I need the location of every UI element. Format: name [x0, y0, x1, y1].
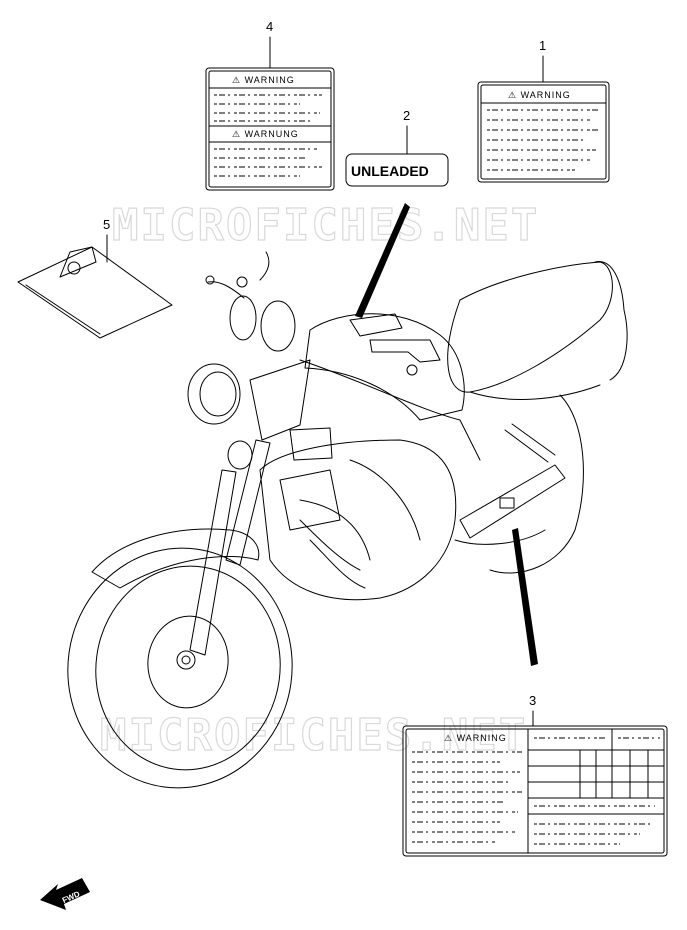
callout-5: 5 [103, 217, 110, 263]
callout-4: 4 [266, 19, 273, 69]
forward-direction-badge: FWD [40, 878, 90, 910]
manual-pouch-5 [17, 246, 173, 339]
pointer-arrow-3 [512, 528, 538, 666]
callout-1: 1 [539, 38, 546, 83]
callout-number-2: 2 [403, 108, 410, 123]
info-label-3: ⚠ WARNING [402, 725, 668, 857]
warning-label-1-title: ⚠ WARNING [508, 90, 571, 100]
watermark-top: MICROFICHES.NET [112, 200, 539, 251]
warning-label-4-bottom-title: ⚠ WARNUNG [232, 129, 299, 139]
callout-number-4: 4 [266, 19, 273, 34]
callout-number-3: 3 [529, 693, 536, 708]
unleaded-label-2: UNLEADED [345, 153, 449, 187]
motorcycle-drawing [67, 251, 628, 789]
warning-label-1: ⚠ WARNING [477, 81, 610, 183]
callout-2: 2 [403, 108, 410, 155]
watermark-bottom: MICROFICHES.NET [100, 710, 527, 761]
callout-3: 3 [529, 693, 536, 727]
callout-number-1: 1 [539, 38, 546, 53]
info-label-3-title: ⚠ WARNING [444, 733, 507, 743]
pointer-arrow-2 [355, 203, 410, 318]
callout-number-5: 5 [103, 217, 110, 232]
warning-label-4: ⚠ WARNING ⚠ WARNUNG [205, 67, 335, 191]
unleaded-label-text: UNLEADED [351, 163, 429, 179]
warning-label-4-top-title: ⚠ WARNING [232, 75, 295, 85]
